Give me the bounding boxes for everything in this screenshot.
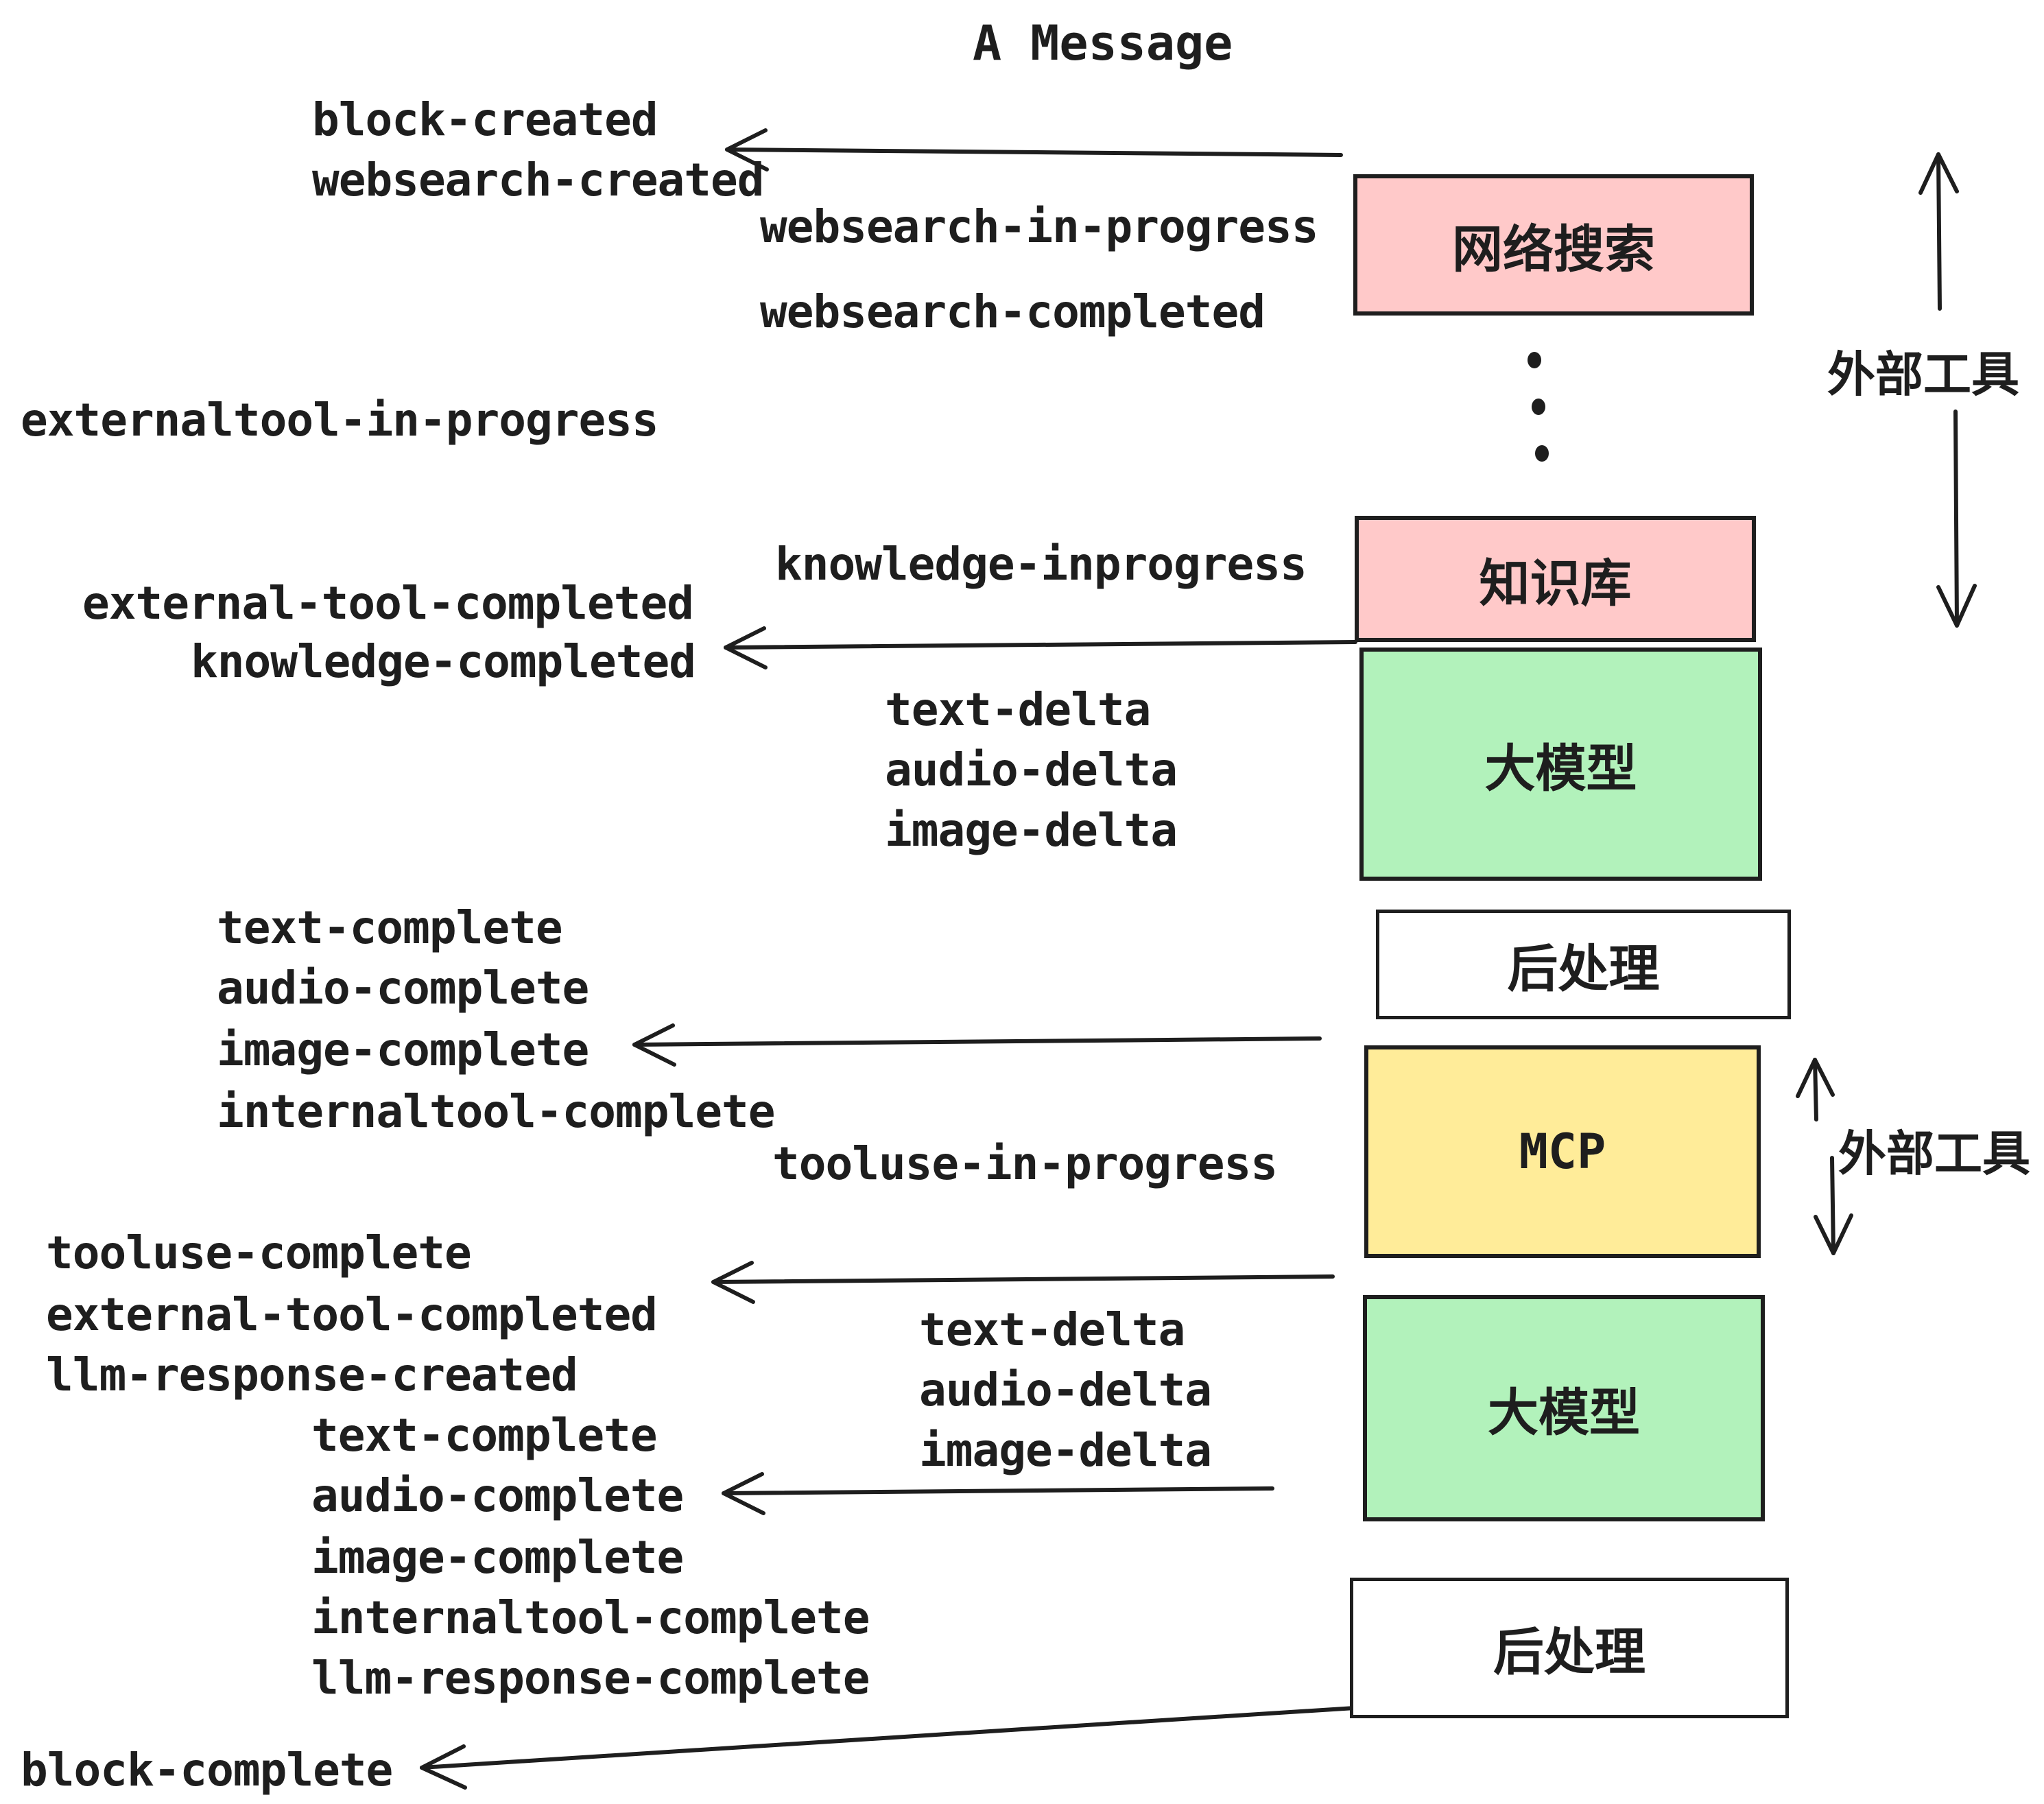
external-tools-bottom-up-arrow [1796, 1058, 1835, 1121]
event-internaltool-complete-2: internaltool-complete [311, 1591, 870, 1644]
external-tools-top-up-arrow [1918, 152, 1959, 311]
node-knowledge: 知识库 [1355, 516, 1756, 642]
arrow-to-block-complete [420, 1706, 1357, 1790]
event-image-complete-2: image-complete [311, 1531, 684, 1584]
event-text-delta-1: text-delta [885, 683, 1151, 736]
node-llm-top-label: 大模型 [1484, 739, 1637, 798]
event-external-tool-completed-2: external-tool-completed [46, 1288, 658, 1341]
event-text-complete-2: text-complete [311, 1409, 658, 1462]
event-block-created: block-created [312, 93, 658, 146]
event-image-delta-2: image-delta [919, 1424, 1212, 1477]
side-label-external-tools-top: 外部工具 [1827, 346, 2019, 403]
event-audio-complete-2: audio-complete [311, 1469, 684, 1522]
node-mcp-label: MCP [1519, 1124, 1606, 1180]
event-audio-delta-2: audio-delta [919, 1364, 1212, 1416]
event-websearch-in-progress: websearch-in-progress [760, 200, 1318, 253]
node-llm-bottom: 大模型 [1363, 1295, 1765, 1521]
event-websearch-created: websearch-created [312, 154, 765, 206]
node-websearch-label: 网络搜索 [1452, 219, 1655, 279]
event-internaltool-complete-1: internaltool-complete [217, 1085, 775, 1138]
event-audio-delta-1: audio-delta [885, 744, 1178, 796]
event-knowledge-inprogress: knowledge-inprogress [775, 538, 1307, 591]
event-text-delta-2: text-delta [919, 1303, 1185, 1356]
diagram-title: A Message [973, 15, 1233, 71]
arrow-to-knowledge-completed [724, 626, 1357, 669]
event-external-tool-completed-1: external-tool-completed [82, 577, 694, 630]
external-tools-top-down-arrow [1936, 410, 1977, 628]
node-post-top: 后处理 [1376, 910, 1791, 1019]
event-llm-response-complete: llm-response-complete [311, 1652, 870, 1705]
node-mcp: MCP [1364, 1045, 1761, 1258]
external-tools-bottom-down-arrow [1814, 1156, 1853, 1255]
event-llm-response-created: llm-response-created [46, 1349, 578, 1401]
event-knowledge-completed: knowledge-completed [191, 635, 696, 688]
event-websearch-completed: websearch-completed [760, 285, 1265, 338]
node-post-top-label: 后处理 [1507, 939, 1660, 999]
event-tooluse-in-progress: tooluse-in-progress [772, 1137, 1278, 1190]
arrow-to-block-created [725, 128, 1343, 171]
arrow-to-audio-complete [722, 1472, 1274, 1515]
event-image-delta-1: image-delta [885, 804, 1178, 857]
node-knowledge-label: 知识库 [1479, 554, 1632, 613]
event-externaltool-in-progress: externaltool-in-progress [21, 394, 659, 447]
arrow-to-image-complete [632, 1023, 1322, 1067]
event-audio-complete-1: audio-complete [217, 962, 589, 1014]
side-label-external-tools-bottom: 外部工具 [1838, 1126, 2030, 1182]
node-post-bottom-label: 后处理 [1493, 1623, 1645, 1682]
ellipsis-dots [1528, 352, 1549, 462]
event-block-complete: block-complete [21, 1744, 393, 1796]
event-tooluse-complete: tooluse-complete [46, 1226, 472, 1279]
arrow-to-tooluse-complete [711, 1261, 1335, 1304]
node-websearch: 网络搜索 [1353, 174, 1754, 316]
node-llm-top: 大模型 [1359, 648, 1762, 881]
event-text-complete-1: text-complete [217, 901, 563, 954]
event-image-complete-1: image-complete [217, 1023, 589, 1076]
node-post-bottom: 后处理 [1350, 1578, 1789, 1718]
node-llm-bottom-label: 大模型 [1488, 1383, 1640, 1443]
